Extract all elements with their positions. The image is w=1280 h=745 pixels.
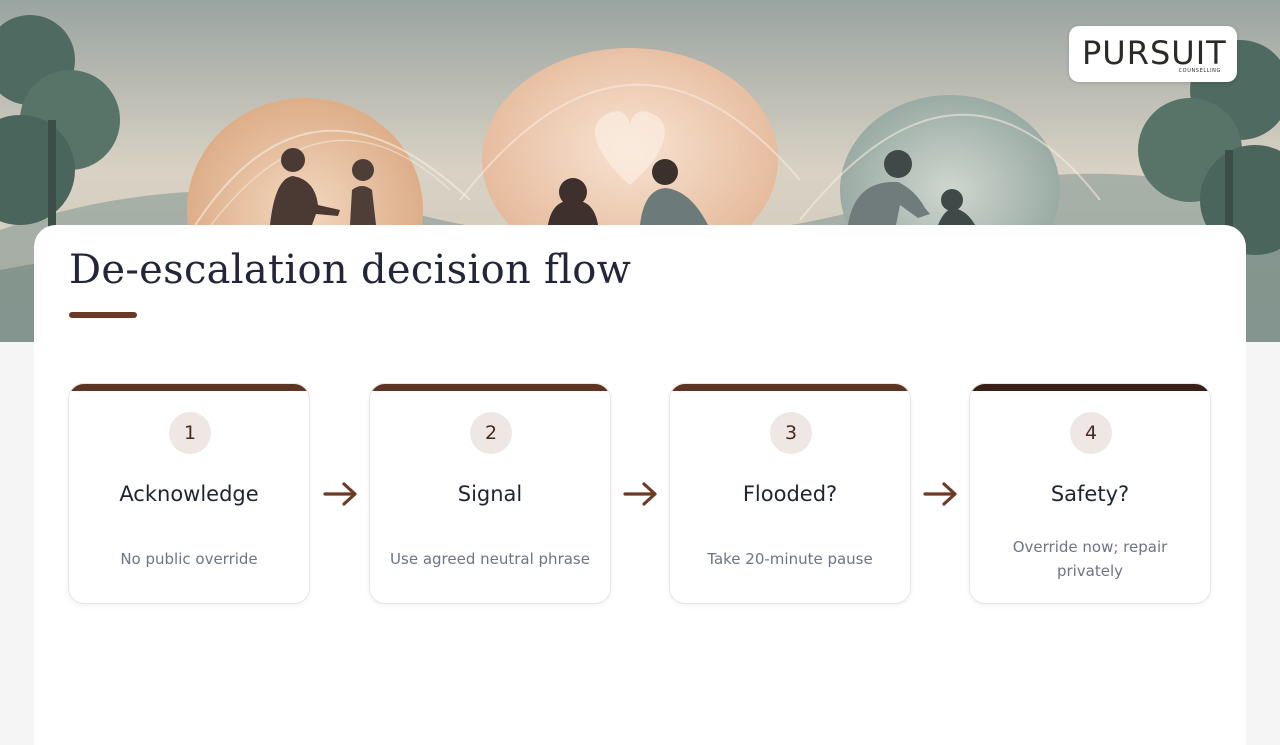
title-underline: [69, 312, 137, 318]
step-description: Use agreed neutral phrase: [390, 550, 590, 568]
step-number-badge: 2: [470, 412, 512, 454]
logo-wordmark: PURSUIT: [1082, 34, 1227, 72]
arrow-right-icon: [323, 482, 357, 506]
step-card-signal: 2 Signal Use agreed neutral phrase: [369, 383, 611, 604]
step-number-badge: 1: [169, 412, 211, 454]
logo-subtitle: COUNSELLING: [1178, 68, 1221, 74]
card-accent-bar: [370, 384, 610, 391]
step-card-acknowledge: 1 Acknowledge No public override: [68, 383, 310, 604]
step-title: Safety?: [1050, 482, 1130, 506]
page-title: De-escalation decision flow: [69, 247, 632, 293]
step-title: Signal: [457, 482, 523, 506]
step-card-safety: 4 Safety? Override now; repair privately: [969, 383, 1211, 604]
card-accent-bar: [970, 384, 1210, 391]
arrow-right-icon: [623, 482, 657, 506]
step-number-badge: 3: [770, 412, 812, 454]
brand-logo[interactable]: PURSUIT COUNSELLING: [1069, 26, 1237, 82]
step-description: Override now; repair privately: [1012, 538, 1168, 580]
arrow-right-icon: [923, 482, 957, 506]
step-card-flooded: 3 Flooded? Take 20-minute pause: [669, 383, 911, 604]
step-description: Take 20-minute pause: [707, 550, 873, 568]
step-number-badge: 4: [1070, 412, 1112, 454]
step-title: Acknowledge: [119, 482, 259, 506]
step-description: No public override: [120, 550, 258, 568]
card-accent-bar: [69, 384, 309, 391]
step-title: Flooded?: [742, 482, 838, 506]
card-accent-bar: [670, 384, 910, 391]
